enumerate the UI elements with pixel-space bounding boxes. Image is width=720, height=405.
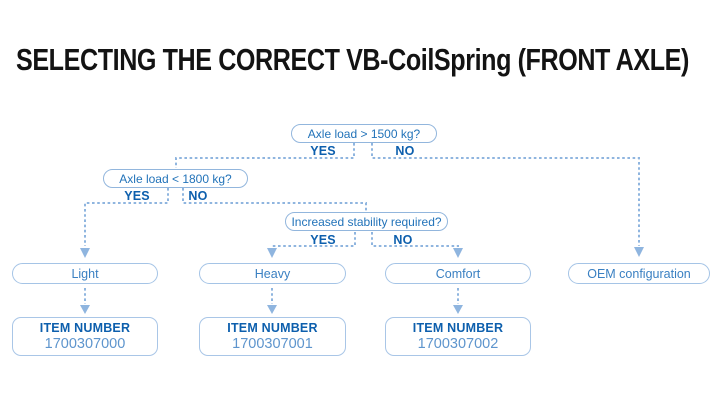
branch-label-yes-1: YES: [310, 144, 336, 158]
result-light: Light: [12, 263, 158, 284]
result-label: Heavy: [254, 266, 291, 281]
item-number-box-2: ITEM NUMBER 1700307001: [199, 317, 346, 356]
decision-axle-load-1500: Axle load > 1500 kg?: [291, 124, 437, 143]
branch-label-no-2: NO: [188, 189, 208, 203]
branch-label-no-1: NO: [395, 144, 415, 158]
connector-d1-yes-to-d2: [175, 143, 355, 168]
item-number-box-1: ITEM NUMBER 1700307000: [12, 317, 158, 356]
arrowhead-oem: [634, 247, 644, 257]
result-label: Comfort: [435, 266, 481, 281]
connector-d2-no-to-d3: [182, 188, 367, 211]
branch-label-yes-2: YES: [124, 189, 150, 203]
item-number-heading: ITEM NUMBER: [412, 321, 504, 335]
branch-label-yes-3: YES: [310, 233, 336, 247]
item-number-heading: ITEM NUMBER: [227, 321, 318, 335]
arrowhead-item1: [80, 305, 90, 314]
result-label: OEM configuration: [587, 266, 691, 281]
connector-d3-yes-to-heavy: [271, 232, 356, 247]
arrowhead-item2: [267, 305, 277, 314]
arrowhead-item3: [453, 305, 463, 314]
item-number-value: 1700307002: [417, 336, 499, 352]
result-heavy: Heavy: [199, 263, 346, 284]
arrowhead-heavy: [267, 248, 277, 258]
item-number-value: 1700307001: [232, 336, 313, 352]
decision-increased-stability: Increased stability required?: [285, 212, 448, 231]
decision-axle-load-1800: Axle load < 1800 kg?: [103, 169, 248, 188]
arrowhead-light: [80, 248, 90, 258]
result-label: Light: [71, 266, 99, 281]
item-number-value: 1700307000: [44, 336, 126, 352]
result-comfort: Comfort: [385, 263, 531, 284]
page-title: SELECTING THE CORRECT VB-CoilSpring (FRO…: [16, 42, 689, 77]
decision-label: Axle load < 1800 kg?: [119, 171, 232, 186]
arrowhead-comfort: [453, 248, 463, 258]
connector-d1-no-to-oem: [371, 143, 640, 246]
branch-label-no-3: NO: [393, 233, 413, 247]
connector-d3-no-to-comfort: [371, 232, 459, 247]
result-oem-configuration: OEM configuration: [568, 263, 710, 284]
connector-d2-yes-to-light: [84, 188, 169, 246]
decision-label: Axle load > 1500 kg?: [307, 126, 421, 141]
decision-label: Increased stability required?: [291, 214, 442, 229]
item-number-heading: ITEM NUMBER: [39, 321, 131, 335]
item-number-box-3: ITEM NUMBER 1700307002: [385, 317, 531, 356]
